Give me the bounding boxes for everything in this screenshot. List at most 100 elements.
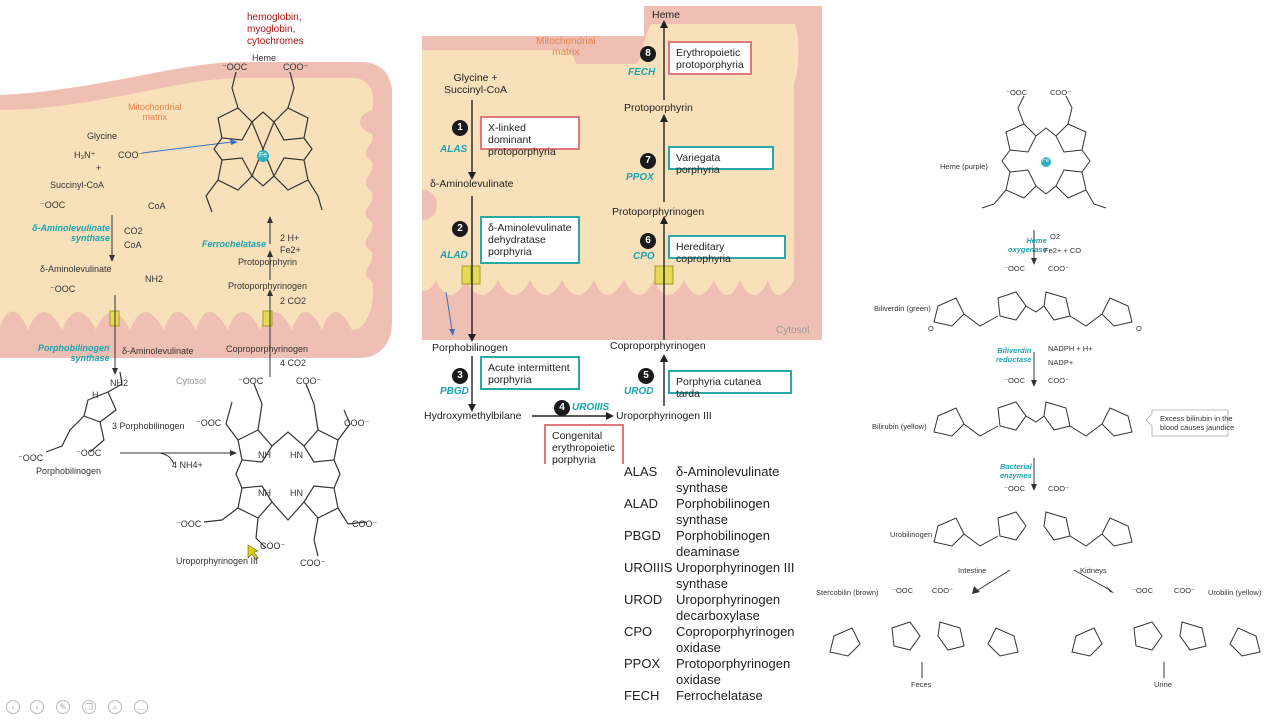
uro-coo5-label: COO⁻	[300, 558, 326, 568]
heme-label: Heme	[252, 53, 277, 63]
uro-coo2-label: COO⁻	[344, 418, 370, 428]
mid-uroporphyrinogen-label: Uroporphyrinogen III	[616, 410, 712, 422]
bilirubin-coo-label: COO⁻	[1048, 376, 1070, 385]
fe-label: Fe2+	[280, 245, 301, 255]
copy-icon[interactable]: ❐	[82, 700, 96, 714]
heme-purple-label: Heme (purple)	[940, 162, 988, 171]
zoom-icon[interactable]: ⌕	[108, 700, 122, 714]
step-3-marker: 3	[452, 368, 468, 384]
co2-label: CO2	[124, 226, 143, 236]
stercobilin-coo-label: COO⁻	[932, 586, 954, 595]
bilirubin-ooc-label: ⁻OOC	[1004, 376, 1026, 385]
step-8-marker: 8	[640, 46, 656, 62]
biliverdin-o-left: O	[928, 324, 934, 333]
uro-coo3-label: COO⁻	[352, 519, 378, 529]
more-icon[interactable]: …	[134, 700, 148, 714]
porphobilinogen-structure	[45, 371, 123, 453]
succinyl-ooc-label: ⁻OOC	[40, 200, 66, 210]
biliverdin-green-label: Biliverdin (green)	[874, 304, 931, 313]
step-6-enzyme: CPO	[633, 251, 655, 262]
pbg-ooc2-label: ⁻OOC	[76, 448, 102, 458]
heme-uses-note: hemoglobin,myoglobin,cytochromes	[247, 12, 304, 47]
coo-label: COO⁻	[283, 62, 309, 72]
uroporphyrinogen-structure	[203, 383, 367, 557]
fe-center-label: Fe	[259, 152, 268, 159]
three-pbg-label: 3 Porphobilinogen	[112, 421, 185, 431]
cytosol-label: Cytosol	[176, 376, 207, 386]
pbg-nh2-label: NH2	[110, 378, 129, 388]
step-1-marker: 1	[452, 120, 468, 136]
bilirubin-yellow-label: Bilirubin (yellow)	[872, 422, 927, 431]
left-membrane-graphic	[0, 62, 392, 561]
succinyl-coa-group-label: CoA	[148, 201, 166, 211]
porphobilinogen-label: Porphobilinogen	[36, 466, 102, 476]
prev-icon[interactable]: ‹	[6, 700, 20, 714]
heme-degradation-graphic	[829, 95, 1261, 678]
step-8-enzyme: FECH	[628, 67, 656, 78]
glycine-coo-label: COO⁻	[118, 150, 144, 160]
o2-label: O2	[1050, 232, 1061, 241]
mid-coproporphyrinogen-label: Coproporphyrinogen	[610, 340, 706, 352]
four-co2-label: 4 CO2	[280, 358, 307, 368]
succinyl-coa-label: Succinyl-CoA	[50, 180, 105, 190]
heme-fe-label: Fe	[1042, 158, 1050, 164]
uro-nh1-label: NH	[258, 450, 271, 460]
uro-ooc1-label: ⁻OOC	[238, 376, 264, 386]
fe-co-label: Fe2+ + CO	[1044, 246, 1082, 255]
stercobilin-label: Stercobilin (brown)	[816, 588, 879, 597]
nadp-label: NADP+	[1048, 358, 1074, 367]
intestine-label: Intestine	[958, 566, 987, 575]
step-3-enzyme: PBGD	[440, 386, 469, 397]
pen-icon[interactable]: ✎	[56, 700, 70, 714]
uro-hn2-label: HN	[290, 488, 303, 498]
protoporphyrin-label: Protoporphyrin	[238, 257, 298, 267]
next-icon[interactable]: ›	[30, 700, 44, 714]
step-4-enzyme: UROIIIS	[572, 402, 610, 413]
pbg-nh-label: H	[92, 390, 99, 400]
protoporphyrinogen-label: Protoporphyrinogen	[228, 281, 308, 291]
urobilin-coo-label: COO⁻	[1174, 586, 1196, 595]
nadph-label: NADPH + H+	[1048, 344, 1093, 353]
mid-hmb-label: Hydroxymethylbilane	[424, 410, 522, 422]
ala-ooc-label: ⁻OOC	[50, 284, 76, 294]
urine-label: Urine	[1154, 680, 1172, 689]
mid-glycine-label: Glycine +Succinyl-CoA	[444, 72, 508, 96]
stercobilin-ooc-label: ⁻OOC	[892, 586, 914, 595]
heme-coo-label: COO⁻	[1050, 88, 1072, 97]
step-5-disease-box: Porphyria cutanea tarda	[668, 370, 792, 400]
uro-nh2-label: NH	[258, 488, 271, 498]
step-7-enzyme: PPOX	[626, 172, 654, 183]
uro-coo4-label: COO⁻	[260, 541, 286, 551]
step-7-marker: 7	[640, 153, 656, 169]
ala-label: δ-Aminolevulinate	[40, 264, 112, 274]
ala-nh2-label: NH2	[145, 274, 164, 284]
mid-heme-label: Heme	[652, 9, 681, 21]
uro-ooc3-label: ⁻OOC	[176, 519, 202, 529]
step-2-enzyme: ALAD	[440, 250, 468, 261]
ooc-label: ⁻OOC	[222, 62, 248, 72]
coa-released-label: CoA	[124, 240, 142, 250]
step-1-enzyme: ALAS	[440, 144, 468, 155]
left-panel: hemoglobin,myoglobin,cytochromes Heme ⁻O…	[0, 0, 400, 600]
glycine-label: Glycine	[87, 131, 118, 141]
two-co2-label: 2 CO2	[280, 296, 307, 306]
step-6-disease-box: Hereditary coprophyria	[668, 235, 786, 265]
mid-ala-label: δ-Aminolevulinate	[430, 178, 514, 190]
urobilinogen-ooc-label: ⁻OOC	[1004, 484, 1026, 493]
mid-protoporphyrin-label: Protoporphyrin	[624, 102, 693, 114]
mid-cytosol-label: Cytosol	[776, 325, 810, 336]
